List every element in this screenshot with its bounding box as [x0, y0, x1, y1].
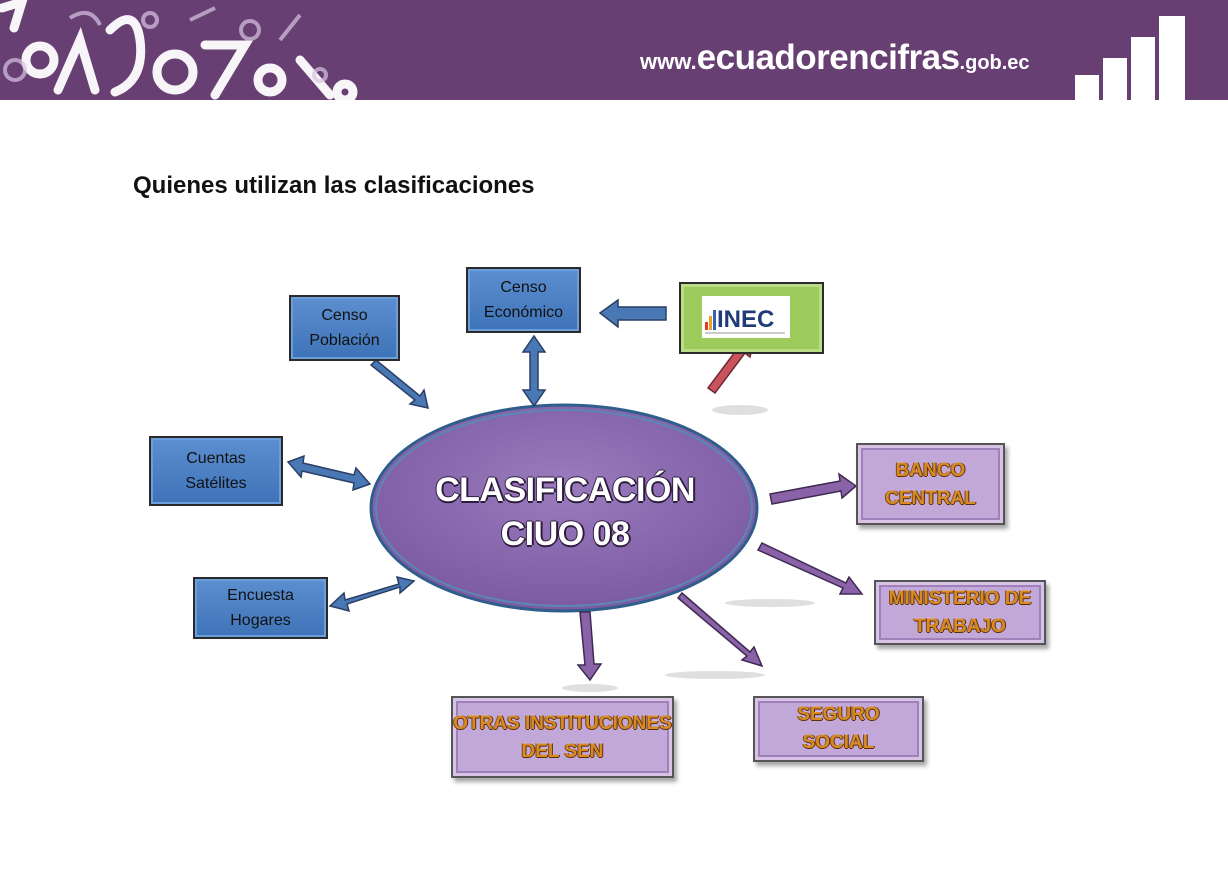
node-label: BANCO: [895, 460, 966, 481]
header-decoration: [0, 0, 1185, 100]
inec-logo-tagline: [705, 332, 785, 334]
node-label: Encuesta: [227, 587, 294, 604]
inec-logo-text: INEC: [717, 306, 774, 333]
arrow-shadow: [725, 599, 815, 607]
node-label: Población: [309, 332, 380, 349]
node-otras-instituciones: OTRAS INSTITUCIONES DEL SEN: [451, 696, 674, 778]
inec-logo-graphic: INEC: [705, 306, 785, 334]
node-banco-central: BANCO CENTRAL: [856, 443, 1005, 525]
arrow-censo-economico: [521, 334, 547, 408]
node-label: SOCIAL: [802, 732, 875, 753]
arrow-cuentas-satelites: [286, 454, 372, 492]
node-label: Cuentas: [186, 450, 246, 467]
arrow-ministerio-trabajo: [756, 542, 864, 595]
node-label: Satélites: [185, 475, 247, 492]
center-ellipse: [369, 403, 759, 613]
center-label-line2: CIUO 08: [500, 515, 630, 553]
arrow-seguro-social: [676, 591, 764, 668]
arrow-inec-to-censo-economico: [598, 298, 667, 329]
header-banner: www.ecuadorencifras.gob.ec: [0, 0, 1228, 100]
arrow-otras-instituciones: [576, 611, 603, 682]
node-label: Censo: [321, 307, 368, 324]
node-seguro-social: SEGURO SOCIAL: [753, 696, 924, 762]
site-url: www.ecuadorencifras.gob.ec: [640, 38, 1030, 78]
arrow-banco-central: [769, 472, 858, 505]
arrow-censo-poblacion: [369, 358, 429, 409]
arrow-encuesta-hogares: [328, 575, 416, 613]
site-url-prefix: www.: [640, 49, 697, 74]
arrow-shadow: [665, 671, 765, 679]
node-label: CENTRAL: [885, 488, 976, 509]
node-label: Hogares: [230, 612, 291, 629]
node-ministerio-trabajo: MINISTERIO DE TRABAJO: [874, 580, 1046, 645]
node-label: Censo: [500, 279, 547, 296]
node-label: TRABAJO: [914, 615, 1006, 637]
node-label: Económico: [483, 304, 564, 321]
center-label-line1: CLASIFICACIÓN: [435, 471, 695, 509]
inec-logo: INEC: [702, 296, 790, 338]
page-title: Quienes utilizan las clasificaciones: [133, 172, 535, 199]
node-label: OTRAS INSTITUCIONES: [453, 713, 672, 734]
arrow-shadow: [712, 405, 768, 415]
node-label: DEL SEN: [521, 741, 604, 762]
center-ellipse-rim: [375, 409, 753, 607]
node-label: MINISTERIO DE: [888, 587, 1032, 609]
center-label: CLASIFICACIÓN CIUO 08: [400, 468, 730, 556]
node-label: SEGURO: [797, 704, 880, 725]
inec-box: INEC: [679, 282, 824, 354]
site-url-main: ecuadorencifras: [696, 38, 960, 77]
site-url-suffix: .gob.ec: [959, 52, 1030, 74]
arrow-shadow: [562, 684, 618, 692]
inec-logo-bars: [705, 310, 716, 330]
